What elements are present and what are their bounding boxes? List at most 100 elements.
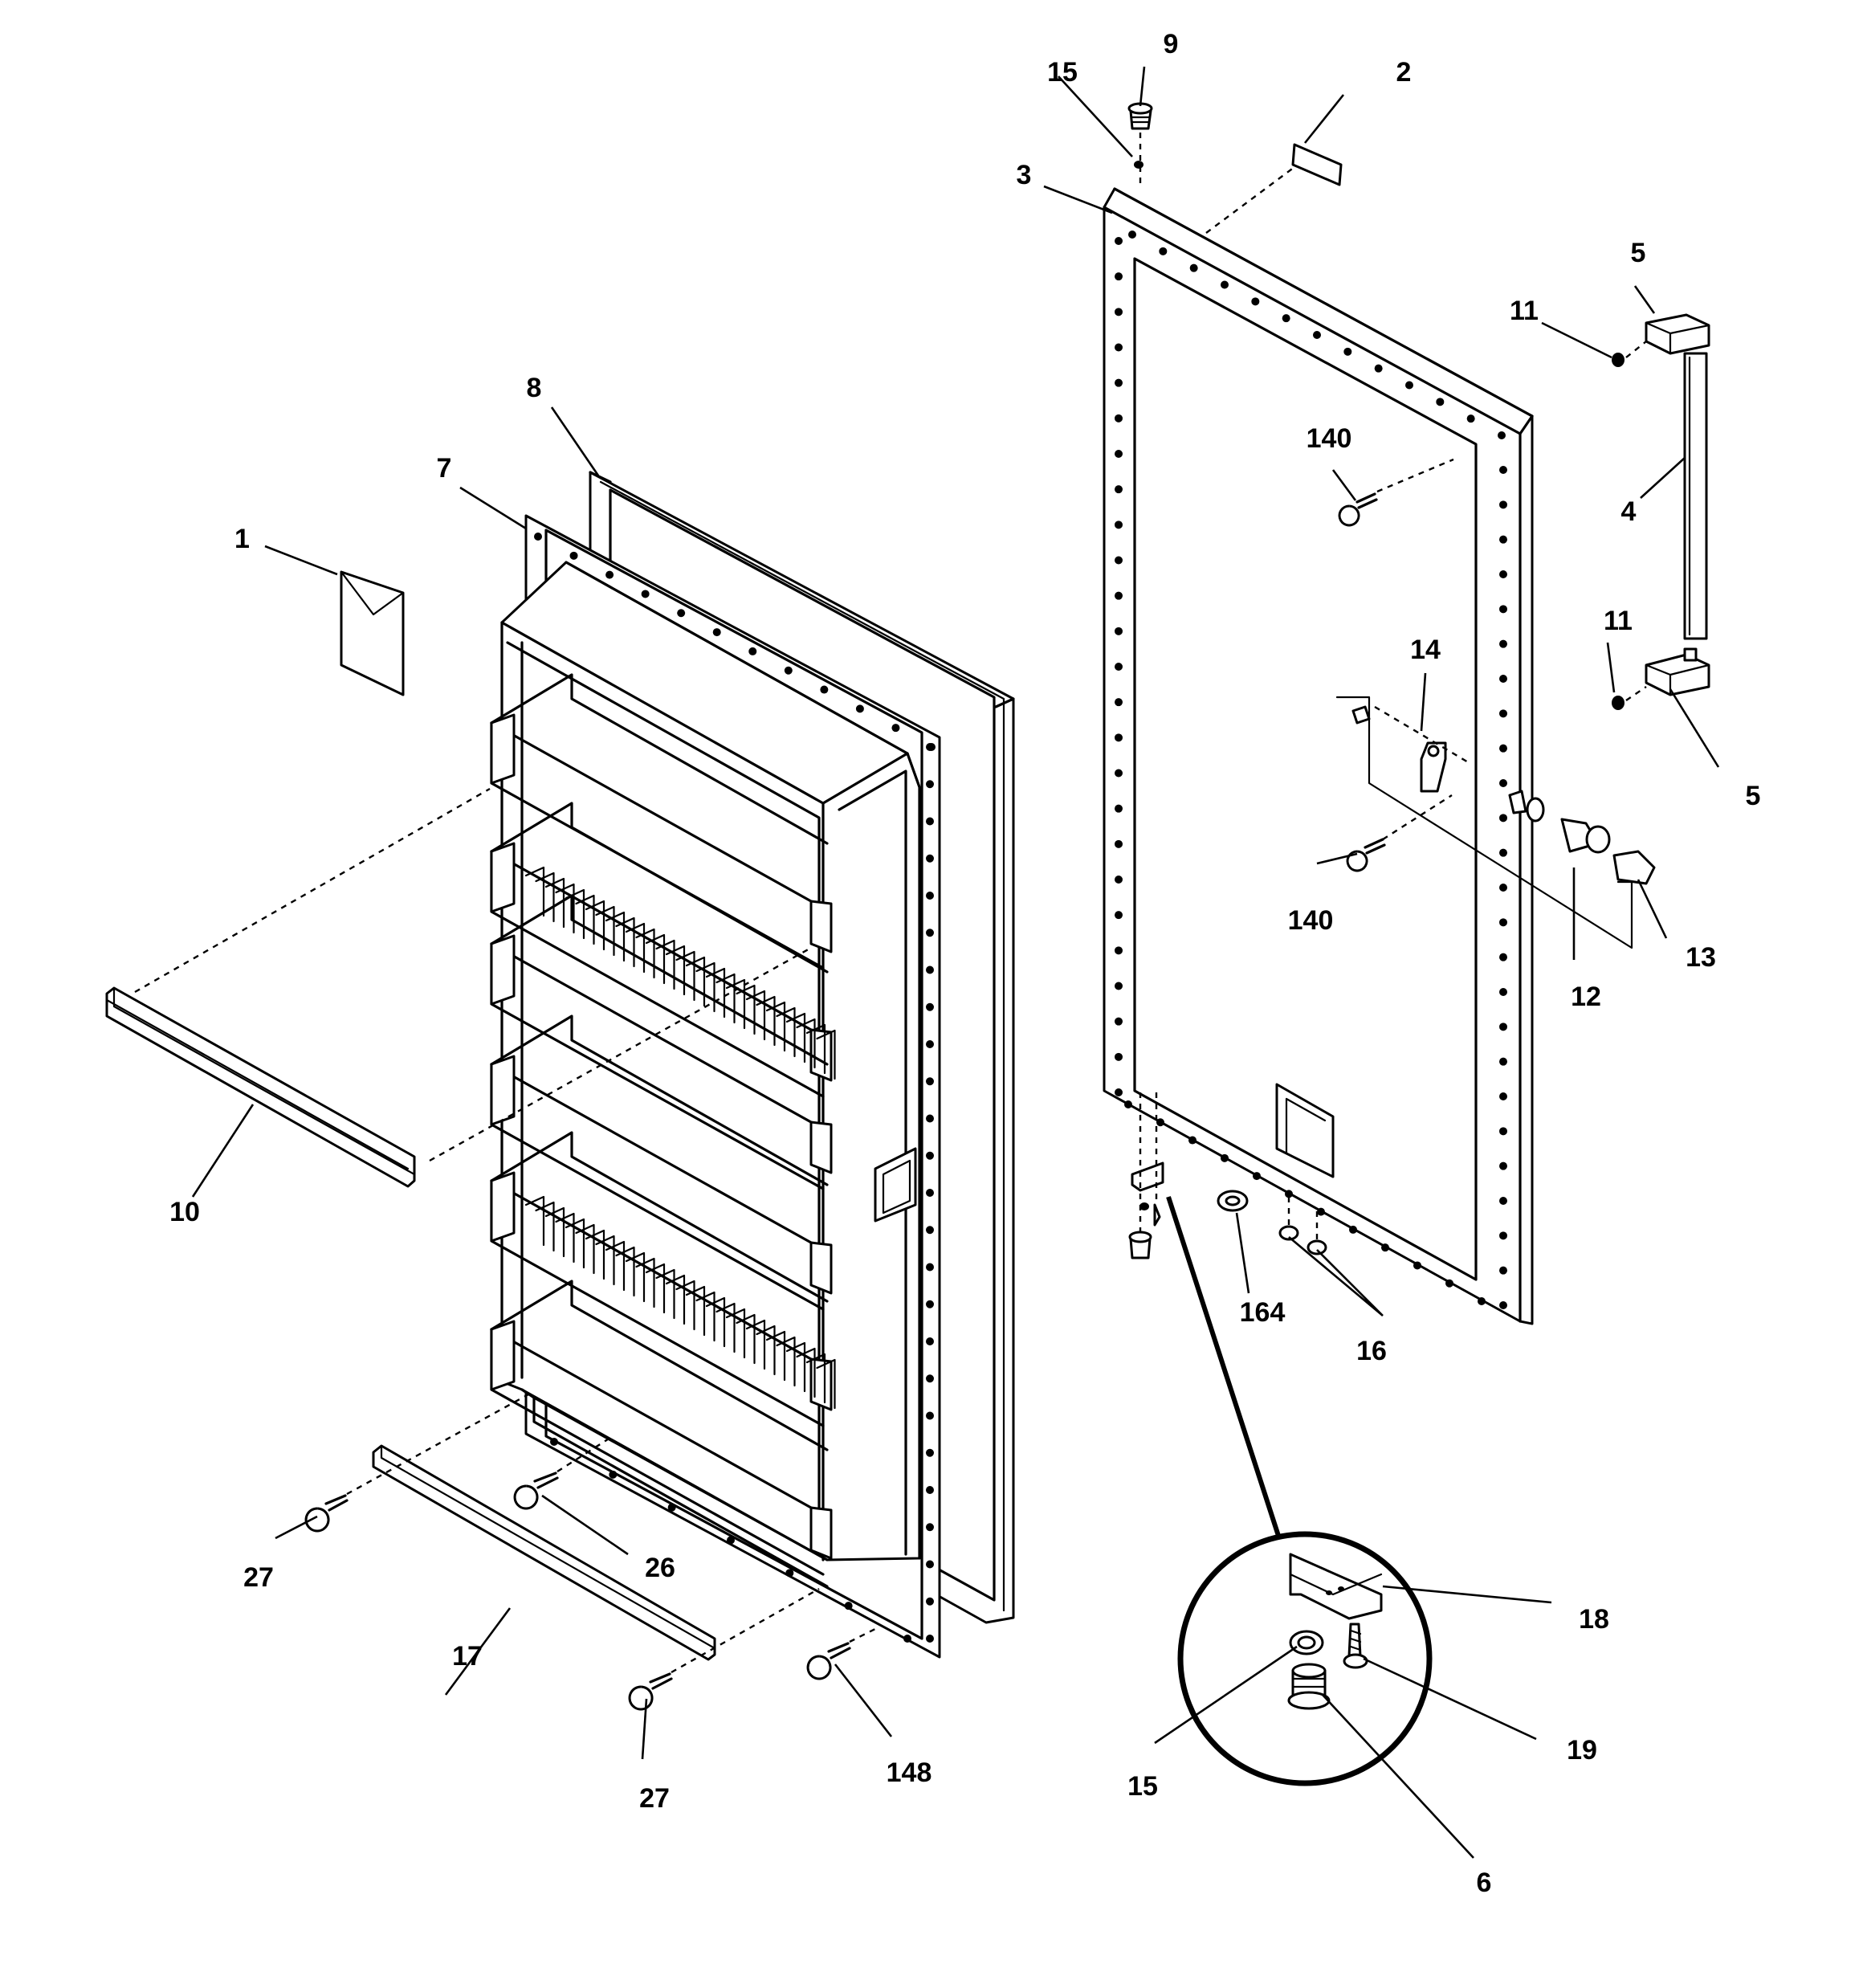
screw-hole [1221,280,1229,289]
shelf-rib [655,1268,675,1320]
screw-hole [926,1597,934,1606]
screw-hole [1115,769,1123,778]
shelf-rib [555,1212,575,1263]
label-1: 1 [234,524,250,554]
screw-hole [1374,364,1383,373]
shelf-edge [490,1328,813,1509]
outer-door-panel [1103,187,1534,1325]
door-shelves [490,673,836,1576]
label-26: 26 [645,1553,675,1583]
door-handle [1683,352,1708,640]
shelf-rib [725,978,746,1030]
screw-hole [550,1438,558,1446]
shelf-edge [490,673,829,845]
screw-hole [1499,1057,1507,1066]
label-2: 2 [1396,57,1412,88]
label-11b: 11 [1604,606,1633,636]
label-148: 148 [887,1757,932,1788]
screw-hole [1343,347,1352,356]
shelf-edge [490,1014,829,1186]
shelf-rib [695,1291,715,1342]
label-3: 3 [1017,160,1032,190]
plug-icon [1612,696,1625,710]
screw-hole [641,590,650,598]
shelf-rib [625,1251,646,1303]
label-12: 12 [1571,982,1601,1012]
shelf-rib [736,1313,756,1365]
screw-hole [1499,1161,1507,1170]
shelf-end-cap [490,842,516,913]
screw-hole [1156,1118,1164,1127]
screw-hole [855,704,864,713]
screw-hole [926,1448,934,1457]
shelf-rib [705,967,726,1018]
screw-hole [1499,675,1507,683]
screw-hole [1478,1297,1486,1305]
screw-hole [785,1569,794,1578]
screw-hole [1499,500,1507,509]
shelf-rib [665,945,686,996]
shelf-rib [705,1296,726,1348]
screw-hole [1115,485,1123,494]
shelf-rib [695,961,715,1013]
screw-hole [926,1560,934,1569]
screw-hole [1413,1261,1421,1270]
screw-hole [569,551,578,560]
shelf-rib [605,911,626,962]
shelf-rib [555,883,575,934]
screw-hole [1115,237,1123,245]
shelf-rib [685,956,706,1007]
shelf-edge [490,721,813,903]
label-11a: 11 [1510,296,1539,326]
shelf-rib [816,1029,836,1080]
screw-hole [926,743,934,751]
label-27b: 27 [639,1783,670,1814]
shelf-rib [715,1302,736,1353]
screw-hole [926,817,934,826]
screw-hole [1282,314,1290,323]
shelf-rib [776,1006,796,1058]
screw-hole [1499,605,1507,614]
shelf-rib [816,1358,836,1410]
screw-hole [1499,1092,1507,1100]
shelf-rib [675,1280,695,1331]
screw-hole [1499,1266,1507,1275]
screw-hole [1115,591,1123,600]
screw-hole [667,1503,676,1512]
label-140b: 140 [1288,905,1334,936]
screw-icon [1346,838,1386,872]
screw-hole [1499,848,1507,857]
shelf-rib [736,984,756,1035]
shelf-rib [615,916,635,968]
screw-hole [1405,381,1413,390]
screw-hole [926,1263,934,1272]
shelf-rib [595,1235,615,1286]
shelf-rib [524,866,545,917]
screw-hole [926,1002,934,1011]
door-liner [500,561,921,1588]
screw-hole [926,1226,934,1235]
screw-hole [1115,556,1123,565]
screw-hole [1115,1052,1123,1061]
shelf-rib [615,1246,635,1297]
screw-hole [926,1411,934,1420]
screw-hole [1313,331,1321,339]
shelf-rib [725,1308,746,1359]
label-8: 8 [527,373,542,403]
shelf-end-cap [490,1320,516,1391]
shelf-rib [765,1330,786,1382]
screw-hole [926,1189,934,1197]
shelf-rib [785,1012,806,1063]
frame-screw-holes [534,533,936,1643]
screw-hole [926,780,934,789]
screw-hole [677,609,686,618]
screw-hole [1189,263,1198,272]
screw-hole [1499,884,1507,892]
screw-hole [1499,744,1507,753]
assembly-line [346,1392,531,1496]
screw-hole [1253,1172,1261,1181]
label-164: 164 [1240,1297,1286,1328]
shelf-edge [490,894,829,1066]
label-140a: 140 [1307,423,1352,454]
